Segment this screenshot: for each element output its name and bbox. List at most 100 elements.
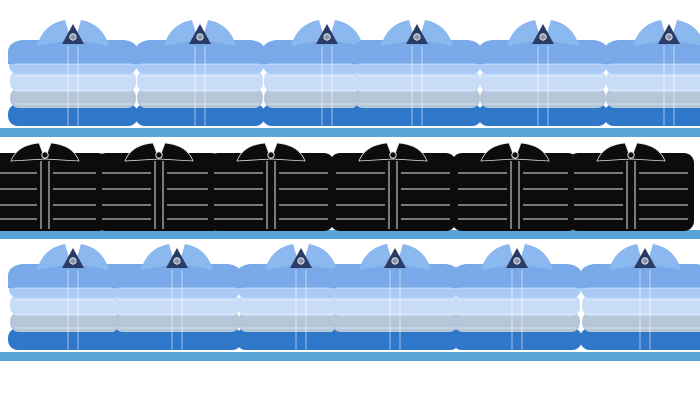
folded-blue-shirt-stack-icon — [330, 244, 460, 350]
shirt-layer — [10, 294, 136, 316]
folded-blue-shirt-stack-icon — [478, 20, 608, 126]
top-row — [8, 20, 700, 126]
shirt-layer — [10, 312, 136, 332]
collar-left — [596, 142, 632, 162]
folded-black-shirt-stack-icon — [330, 142, 456, 231]
shirt-layer — [238, 312, 364, 332]
shelf-board-1 — [0, 128, 700, 137]
collar-right — [75, 244, 109, 270]
shirt-layer — [332, 312, 458, 332]
collar-left — [236, 142, 272, 162]
collar-left — [633, 20, 667, 46]
shirt-layer — [332, 294, 458, 316]
collar-right — [158, 142, 194, 162]
folded-black-shirt-stack-icon — [0, 142, 108, 231]
shirt-top — [8, 264, 138, 288]
collar-left — [359, 244, 393, 270]
folded-blue-shirt-stack-icon — [352, 20, 482, 126]
shelves — [0, 128, 700, 361]
collar-right — [397, 244, 431, 270]
collar-right — [514, 142, 550, 162]
folded-blue-shirt-stack-icon — [604, 20, 700, 126]
shirt-layer — [8, 104, 138, 126]
shirt-layer — [606, 70, 700, 92]
shirt-layer — [10, 70, 136, 92]
button-icon — [513, 257, 521, 265]
button-icon — [641, 257, 649, 265]
button-icon — [391, 257, 399, 265]
button-icon — [41, 151, 49, 159]
collar-left — [37, 244, 71, 270]
folded-blue-shirt-stack-icon — [8, 244, 138, 350]
button-icon — [69, 33, 77, 41]
folded-blue-shirt-stack-icon — [135, 20, 265, 126]
folded-blue-shirt-stack-icon — [112, 244, 242, 350]
shirt-body — [568, 153, 694, 231]
collar-left — [481, 244, 515, 270]
collar-right — [647, 244, 681, 270]
shirt-layer — [238, 294, 364, 316]
collar-right — [270, 142, 306, 162]
shelf-board-2 — [0, 230, 700, 239]
shirt-top — [135, 40, 265, 64]
shirt-layer — [10, 88, 136, 108]
shirt-layer — [114, 294, 240, 316]
button-icon — [267, 151, 275, 159]
collar-left — [381, 20, 415, 46]
collar-right — [671, 20, 700, 46]
collar-left — [480, 142, 516, 162]
collar-right — [630, 142, 666, 162]
shirt-top — [112, 264, 242, 288]
collar-right — [392, 142, 428, 162]
shirt-layer — [112, 328, 242, 350]
folded-black-shirt-stack-icon — [568, 142, 694, 231]
shirt-body — [0, 153, 108, 231]
collar-right — [329, 20, 363, 46]
shirt-layer — [480, 70, 606, 92]
collar-left — [37, 20, 71, 46]
collar-left — [507, 20, 541, 46]
shirt-body — [96, 153, 222, 231]
shirt-top — [604, 40, 700, 64]
shirt-layer — [604, 104, 700, 126]
collar-right — [545, 20, 579, 46]
button-icon — [173, 257, 181, 265]
button-icon — [539, 33, 547, 41]
collar-right — [519, 244, 553, 270]
shirt-layer — [452, 328, 582, 350]
button-icon — [389, 151, 397, 159]
shirt-layer — [582, 294, 700, 316]
shirt-layer — [354, 70, 480, 92]
button-icon — [196, 33, 204, 41]
shirt-top — [452, 264, 582, 288]
folded-blue-shirt-stack-icon — [8, 20, 138, 126]
button-icon — [413, 33, 421, 41]
collar-left — [291, 20, 325, 46]
shelf-board-3 — [0, 352, 700, 361]
shirt-layer — [114, 312, 240, 332]
bottom-row — [8, 244, 700, 350]
shirt-layer — [8, 328, 138, 350]
shirt-body — [330, 153, 456, 231]
collar-left — [124, 142, 160, 162]
collar-left — [609, 244, 643, 270]
folded-black-shirt-stack-icon — [208, 142, 334, 231]
button-icon — [323, 33, 331, 41]
shirt-layer — [454, 312, 580, 332]
button-icon — [627, 151, 635, 159]
button-icon — [155, 151, 163, 159]
collar-left — [358, 142, 394, 162]
collar-left — [10, 142, 46, 162]
folded-black-shirt-stack-icon — [452, 142, 578, 231]
shirt-body — [452, 153, 578, 231]
collar-right — [303, 244, 337, 270]
shirt-layer — [582, 312, 700, 332]
collar-left — [164, 20, 198, 46]
shirt-layer — [480, 88, 606, 108]
shirt-layer — [135, 104, 265, 126]
collar-right — [419, 20, 453, 46]
button-icon — [69, 257, 77, 265]
middle-row — [0, 142, 694, 231]
shirt-layer — [478, 104, 608, 126]
